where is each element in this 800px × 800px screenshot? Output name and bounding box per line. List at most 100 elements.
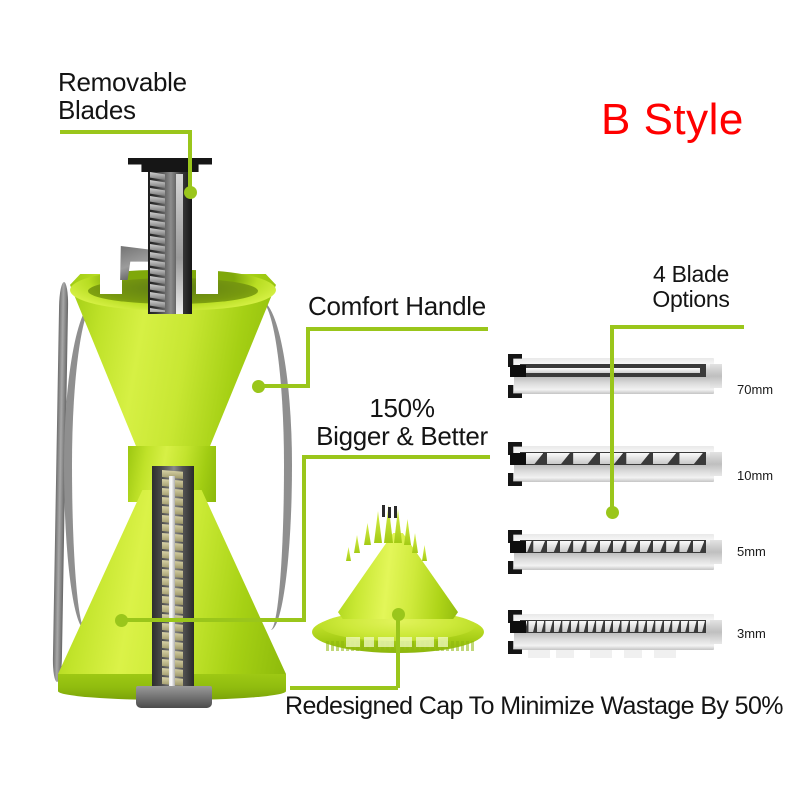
- spiralizer-foot: [136, 686, 212, 708]
- hopper-notch-right: [196, 268, 218, 294]
- cap-ridge: [411, 641, 414, 651]
- blade-serration: [150, 236, 165, 244]
- cap-ridge: [331, 641, 334, 651]
- blade-strip: [508, 528, 722, 576]
- cap-spike: [422, 545, 427, 561]
- cap-spike: [412, 533, 418, 553]
- cap-spike: [384, 505, 393, 543]
- cap-spike: [346, 547, 351, 561]
- leader-line-removable-blades: [60, 130, 192, 134]
- blade-tooth: [559, 541, 572, 552]
- blade-strip: [508, 440, 722, 488]
- blade-tooth: [613, 621, 621, 632]
- leader-line-removable-blades-vertical: [188, 130, 192, 190]
- blade-clip-icon: [510, 621, 526, 633]
- cap-center-pin: [382, 505, 385, 517]
- blade-tooth: [679, 453, 703, 464]
- blade-tooth: [579, 621, 587, 632]
- blade-cutting-channel: [520, 620, 706, 633]
- blade-serration: [150, 260, 165, 268]
- blade-tooth: [604, 621, 612, 632]
- leader-line-blade-options-vertical: [610, 325, 614, 511]
- handle-strut-right-curve: [238, 300, 292, 630]
- blade-serration: [150, 300, 165, 308]
- cap-ridge: [471, 641, 474, 651]
- cap-embossed-glyph: [438, 637, 448, 647]
- blade-tooth: [596, 621, 604, 632]
- blade-serration: [150, 292, 165, 300]
- leader-line-bigger-better-upper: [302, 455, 490, 459]
- removable-blade-serration: [150, 172, 166, 312]
- blade-tooth: [528, 621, 536, 632]
- blade-serration: [150, 180, 165, 188]
- blade-tooth: [652, 541, 665, 552]
- blade-tooth: [697, 621, 705, 632]
- blade-tooth: [672, 621, 680, 632]
- blade-serration: [150, 228, 165, 236]
- leader-line-blade-options-horizontal: [610, 325, 744, 329]
- blade-tooth: [680, 621, 689, 632]
- callout-removable-blades: Removable Blades: [58, 67, 187, 126]
- blade-serration: [150, 244, 165, 252]
- cap-embossed-glyph: [416, 637, 434, 647]
- blade-reflection: [528, 646, 678, 658]
- blade-tooth: [639, 541, 652, 552]
- cap-ridge: [336, 641, 339, 651]
- blade-size-label: 10mm: [737, 468, 774, 483]
- blade-tooth: [689, 621, 697, 632]
- spiralizer-product-image: [48, 150, 298, 710]
- blade-reflection-segment: [654, 649, 676, 658]
- removable-blade-cap: [128, 158, 212, 172]
- leader-dot-bigger-better: [115, 614, 128, 627]
- cap-spike: [404, 519, 411, 545]
- blade-tooth: [533, 541, 545, 552]
- cap-spike: [364, 523, 371, 545]
- blade-tooth: [573, 453, 597, 464]
- blade-tooth: [626, 453, 650, 464]
- blade-serration: [150, 308, 165, 312]
- blade-tooth: [546, 541, 559, 552]
- cap-ridge: [461, 641, 464, 651]
- blade-clip-icon: [510, 365, 526, 377]
- blade-tooth: [692, 541, 705, 552]
- leader-line-redesigned-cap-vertical: [396, 614, 400, 688]
- blade-tooth: [520, 453, 544, 464]
- blade-tooth: [679, 541, 692, 552]
- cap-ridge: [451, 641, 454, 651]
- cap-ridge: [466, 641, 469, 651]
- cap-embossed-glyph: [378, 637, 394, 647]
- cap-ridge: [456, 641, 459, 651]
- blade-size-label: 5mm: [737, 544, 766, 559]
- blade-tooth: [587, 621, 596, 632]
- blade-tooth: [652, 453, 677, 464]
- blade-tooth: [570, 621, 579, 632]
- blade-serration: [150, 172, 165, 180]
- blade-serration: [150, 284, 165, 292]
- blade-size-label: 3mm: [737, 626, 766, 641]
- leader-line-comfort-handle-vertical: [306, 327, 310, 388]
- leader-dot-removable-blades: [184, 186, 197, 199]
- cap-embossed-glyph: [364, 637, 374, 647]
- cap-ridge: [376, 641, 379, 651]
- blade-serration: [150, 268, 165, 276]
- blade-serration: [150, 220, 165, 228]
- blade-tooth: [621, 621, 629, 632]
- hopper-notch-left: [100, 268, 122, 294]
- spiral-blade-tooth: [162, 470, 183, 479]
- cap-spike: [374, 511, 382, 543]
- blade-clip-icon: [510, 541, 526, 553]
- cap-ridge: [361, 641, 364, 651]
- blade-size-label: 70mm: [737, 382, 774, 397]
- blade-reflection-segment: [624, 649, 642, 658]
- blade-tooth: [553, 621, 562, 632]
- leader-line-comfort-handle-upper: [306, 327, 488, 331]
- handle-strut-left-curve: [64, 300, 118, 630]
- blade-strip: [508, 608, 722, 658]
- blade-tooth: [626, 541, 638, 552]
- blade-strip: [508, 352, 722, 400]
- blade-tooth: [573, 541, 585, 552]
- leader-line-bigger-better-vertical: [302, 455, 306, 620]
- callout-comfort-handle: Comfort Handle: [308, 291, 486, 321]
- callout-blade-options: 4 Blade Options: [652, 261, 730, 312]
